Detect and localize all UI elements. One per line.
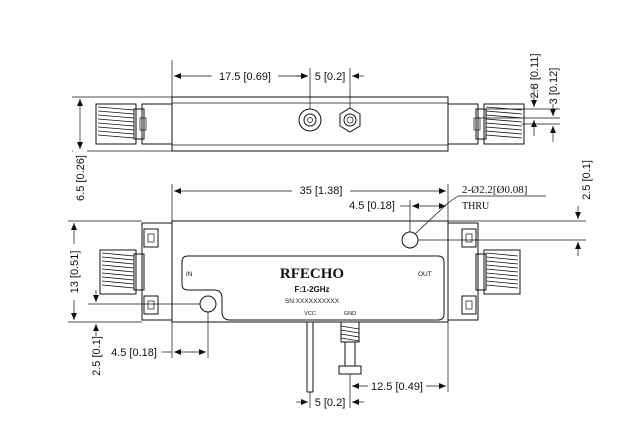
port-out-label: OUT [418, 271, 432, 278]
gnd-stud-icon [338, 321, 362, 375]
dim-left-hole-offset-x: 4.5 [0.18] [111, 347, 157, 359]
dim-front-width: 35 [1.38] [300, 185, 343, 197]
dim-top-hole-pitch: 5 [0.2] [315, 71, 346, 83]
dim-pin-pitch: 5 [0.2] [315, 397, 346, 409]
dim-top-offset-1: 2.8 [0.11] [529, 53, 541, 98]
dim-left-hole-offset-y: 2.5 [0.1] [91, 336, 103, 376]
sma-connector-left-front [99, 249, 145, 295]
serial-label: SN:XXXXXXXXXX [285, 298, 340, 305]
brand-label: RFECHO [280, 266, 344, 282]
dim-top-width: 17.5 [0.69] [219, 71, 271, 83]
mounting-hole-bottom-left [199, 295, 217, 313]
gnd-pin-top-icon [339, 107, 361, 133]
top-view: 17.5 [0.69] 5 [0.2] 2.8 [0.11] 3 [0.12] … [72, 53, 560, 202]
label-plate [181, 255, 445, 321]
dim-front-height: 13 [0.51] [69, 251, 81, 294]
vcc-pin-top-icon [298, 108, 322, 132]
hole-callout-thru: THRU [462, 201, 490, 212]
mounting-hole-top-right [401, 231, 419, 249]
dim-hole-offset-x: 4.5 [0.18] [349, 200, 395, 212]
dim-body-thickness: 6.5 [0.26] [75, 155, 87, 201]
dim-pin-position: 12.5 [0.49] [371, 381, 423, 393]
frequency-label: F:1-2GHz [294, 285, 329, 294]
front-view: RFECHO F:1-2GHz SN:XXXXXXXXXX IN OUT VCC… [67, 160, 593, 409]
pin-gnd-label: GND [344, 311, 356, 317]
hole-callout-size: 2-Ø2.2[Ø0.08] [462, 184, 527, 196]
sma-connector-right-top [447, 103, 525, 145]
vcc-pin-icon [306, 322, 314, 393]
pin-vcc-label: VCC [304, 311, 316, 317]
sma-connector-right-front [475, 249, 521, 295]
dim-top-offset-2: 3 [0.12] [548, 68, 560, 105]
port-in-label: IN [186, 271, 193, 278]
dim-hole-offset-top: 2.5 [0.1] [581, 160, 593, 200]
sma-connector-left-top [95, 103, 173, 145]
